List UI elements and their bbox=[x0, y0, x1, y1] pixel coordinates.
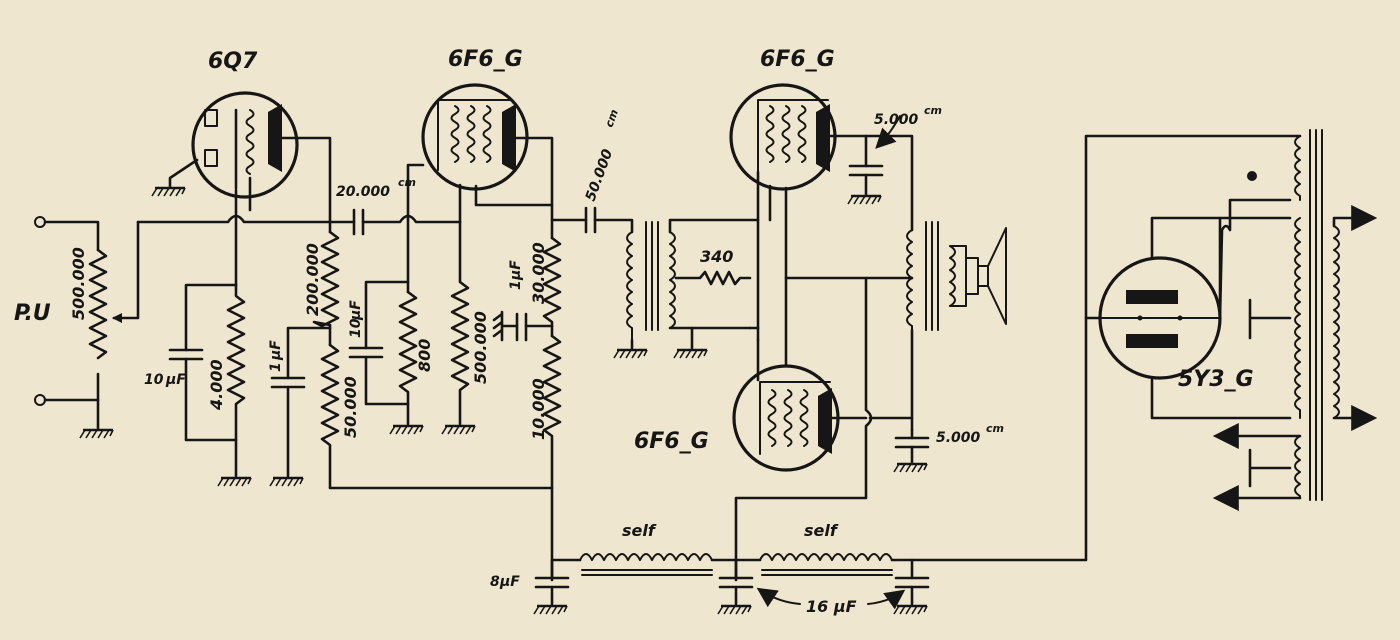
cathode-bypass-v1-value: 10 bbox=[144, 372, 164, 388]
decoupling-cap-v2-value: 1 bbox=[508, 280, 524, 290]
cathode-bypass-v2-unit: µF bbox=[348, 300, 364, 321]
coupling-2-value: 50.000 bbox=[583, 147, 617, 203]
volume-pot-resistor bbox=[88, 248, 108, 360]
cathode-bypass-v1-unit: µF bbox=[165, 372, 186, 388]
tube-6f6g-driver: 6F6_G bbox=[421, 47, 529, 191]
speaker-icon bbox=[965, 227, 1007, 325]
decoupling-v1 bbox=[320, 343, 554, 490]
choke-2-label: self bbox=[804, 521, 839, 540]
cathode-bypass-v2-value: 10 bbox=[348, 318, 364, 338]
decoupling-cap-v1-unit: µF bbox=[268, 340, 284, 361]
input-stage: P.U 500.000 bbox=[14, 216, 140, 440]
plate-load-v2-value: 30.000 bbox=[529, 242, 548, 304]
tube-5y3g: 5Y3_G bbox=[1098, 256, 1254, 392]
choke-2 bbox=[759, 553, 893, 576]
tube-6q7: 6Q7 bbox=[191, 49, 299, 199]
power-transformer bbox=[1294, 129, 1340, 501]
input-terminal-top bbox=[34, 216, 46, 228]
tube-6f6g-driver-label: 6F6_G bbox=[448, 47, 523, 72]
filter-input-value: 8 bbox=[490, 574, 500, 590]
decoupling-v2 bbox=[542, 334, 562, 582]
tube-6q7-label: 6Q7 bbox=[208, 49, 258, 74]
tube-6f6g-bottom: 6F6_G bbox=[634, 364, 840, 472]
filter-input-unit: µF bbox=[499, 574, 520, 590]
decoupling-v2-value: 10.000 bbox=[529, 378, 548, 440]
tube-5y3g-label: 5Y3_G bbox=[1178, 367, 1254, 392]
cathode-resistor-v1-value: 4.000 bbox=[207, 359, 226, 411]
filter-pair-value: 16 µF bbox=[806, 597, 857, 616]
grid-leak-v2-value: 500.000 bbox=[471, 311, 490, 384]
plate-load-v2 bbox=[542, 236, 562, 338]
tube-6f6g-top: 6F6_G bbox=[729, 47, 837, 191]
output-transformer bbox=[906, 221, 967, 331]
grid-leak-v2 bbox=[450, 220, 470, 426]
cathode-resistor-v2-value: 800 bbox=[415, 339, 434, 372]
tone-cap-top-value: 5.000 bbox=[874, 112, 919, 128]
decoupling-v1-value: 50.000 bbox=[341, 376, 360, 438]
tone-cap-bottom-unit: cm bbox=[986, 422, 1004, 435]
coupling-1-value: 20.000 bbox=[336, 184, 390, 200]
volume-pot-value: 500.000 bbox=[69, 247, 88, 320]
input-terminal-bottom bbox=[34, 394, 46, 406]
plate-load-v1 bbox=[312, 230, 340, 328]
decoupling-cap-v1-value: 1 bbox=[268, 362, 284, 372]
coupling-2-unit: cm bbox=[603, 108, 621, 129]
interstage-transformer bbox=[626, 221, 676, 341]
input-label: P.U bbox=[14, 301, 51, 326]
cathode-resistor-v1 bbox=[226, 283, 246, 478]
cathode-resistor-v2 bbox=[398, 290, 418, 426]
tone-cap-bottom-value: 5.000 bbox=[936, 430, 981, 446]
phase-splitter-value: 340 bbox=[700, 247, 733, 266]
choke-1 bbox=[579, 553, 713, 576]
tone-cap-top-unit: cm bbox=[924, 104, 942, 117]
tube-6f6g-top-label: 6F6_G bbox=[760, 47, 835, 72]
tube-6f6g-bottom-label: 6F6_G bbox=[634, 429, 709, 454]
decoupling-cap-v2-unit: µF bbox=[508, 260, 524, 281]
plate-load-v1-value: 200.000 bbox=[303, 243, 322, 316]
choke-1-label: self bbox=[622, 521, 657, 540]
